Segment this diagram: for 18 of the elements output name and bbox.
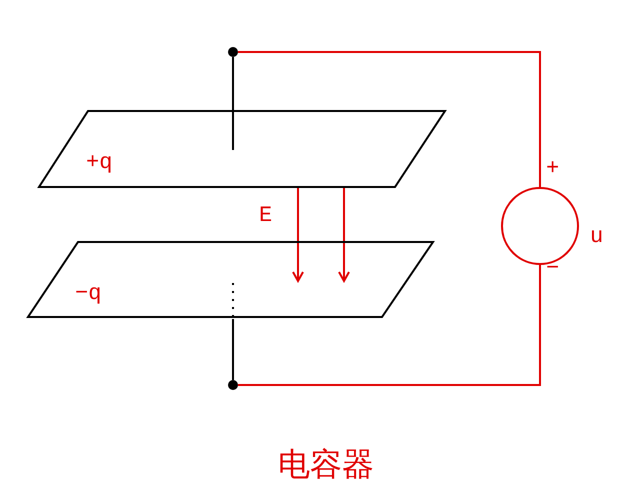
terminal-dot [228, 47, 238, 57]
caption: 电容器 [278, 448, 374, 480]
voltage-source [501, 187, 579, 265]
wire [238, 265, 541, 386]
wire [232, 57, 234, 150]
voltage-label: u [590, 226, 604, 248]
field-arrow [292, 188, 304, 282]
capacitor-plate [27, 241, 434, 318]
wire [238, 51, 541, 187]
polarity-sign: + [546, 158, 560, 180]
capacitor-plate [38, 110, 446, 188]
field-label: E [259, 205, 272, 227]
charge-label: +q [86, 152, 112, 174]
terminal-dot [228, 380, 238, 390]
polarity-sign: − [546, 258, 560, 280]
wire [232, 319, 234, 380]
charge-label: −q [75, 283, 102, 305]
field-arrow [338, 188, 350, 282]
